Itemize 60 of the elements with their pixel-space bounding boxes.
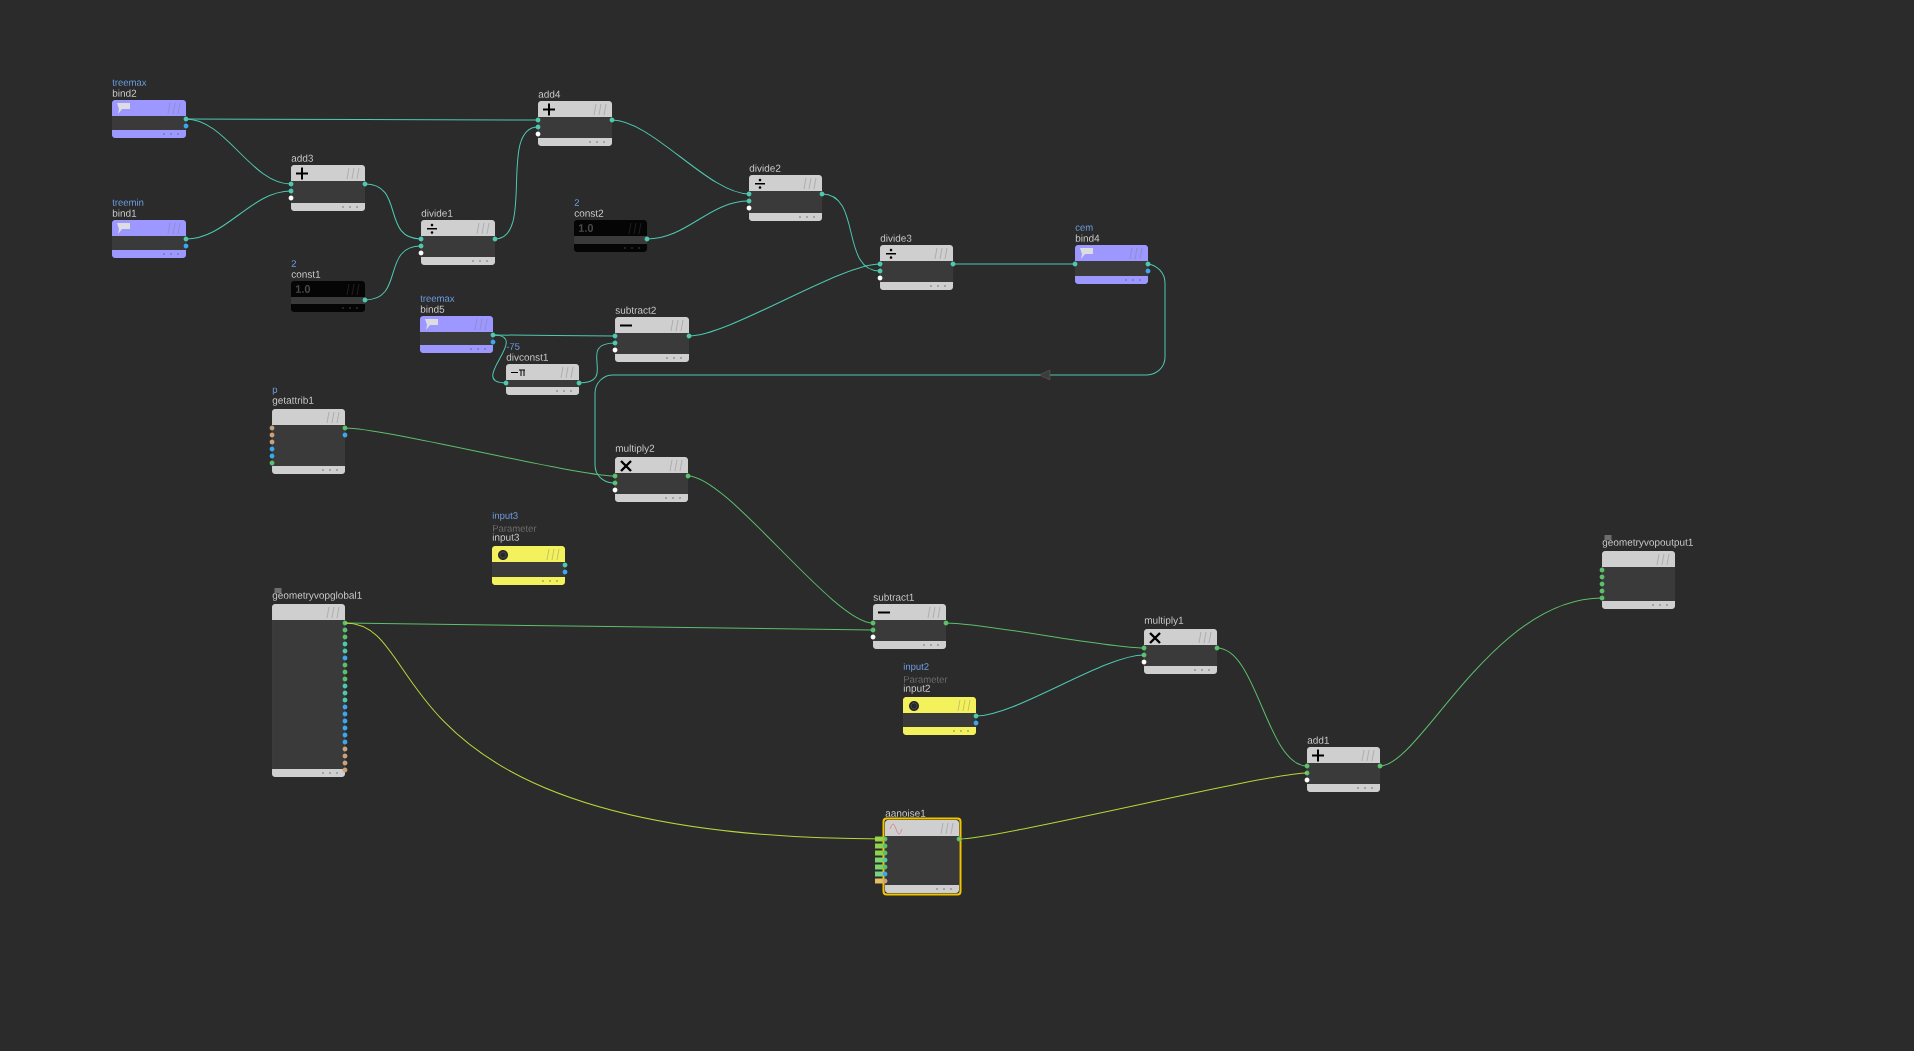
node-comment: input3 [492,511,518,521]
node-name: add3 [291,154,313,162]
node-name: add1 [1307,736,1329,744]
node-name: getattrib1 [272,396,314,406]
wire [952,263,1076,265]
wire [364,183,422,240]
node-type-label: Parameter [904,676,948,683]
wire [185,190,292,240]
wire [185,118,292,185]
value-text: 1.0 [578,224,594,232]
node-name: subtract2 [615,306,656,314]
wire [611,119,750,195]
wire [578,342,616,384]
wire [344,622,874,631]
node-name: input3 [492,533,519,543]
node-comment: treemax [420,295,455,302]
node-name: add4 [538,90,561,98]
node-name: bind5 [420,305,445,313]
node-comment: 2 [574,199,580,206]
node-name: subtract1 [873,593,914,601]
node-name: aanoise1 [885,809,926,817]
node-name: bind2 [112,89,137,97]
node-name: geometryvopoutput1 [1602,538,1693,548]
wire [687,475,874,624]
node-name: input2 [903,684,930,694]
wire [688,263,881,337]
node-comment: -75 [506,343,520,350]
node-comment: input2 [903,662,929,672]
node-name: bind1 [112,209,137,217]
node-comment: cem [1075,225,1093,231]
wire [344,427,616,477]
wire [646,200,750,240]
wire [594,263,1166,484]
wire [975,654,1145,717]
value-text: 1.0 [295,285,311,293]
wire [494,126,539,240]
node-comment: p [272,387,278,395]
wire [945,622,1145,649]
node-name: multiply1 [1144,616,1184,626]
node-name: multiply2 [615,444,655,454]
node-comment: 2 [291,260,297,267]
wire [1216,647,1308,767]
wire [185,118,539,121]
wire [821,193,881,272]
node-name: bind4 [1075,234,1100,242]
node-comment: treemin [112,198,144,206]
wire [1379,597,1603,767]
node-type-label: Parameter [493,525,537,532]
wire [344,622,886,840]
node-name: divide1 [421,209,453,217]
node-comment: treemax [112,79,147,86]
node-name: const1 [291,270,321,278]
node-name: const2 [574,209,604,217]
wire [958,772,1308,840]
wire [364,245,422,301]
node-name: divconst1 [506,353,548,361]
node-name: geometryvopglobal1 [272,591,362,601]
node-name: divide3 [880,234,912,242]
node-name: divide2 [749,164,781,172]
wire [492,334,507,384]
